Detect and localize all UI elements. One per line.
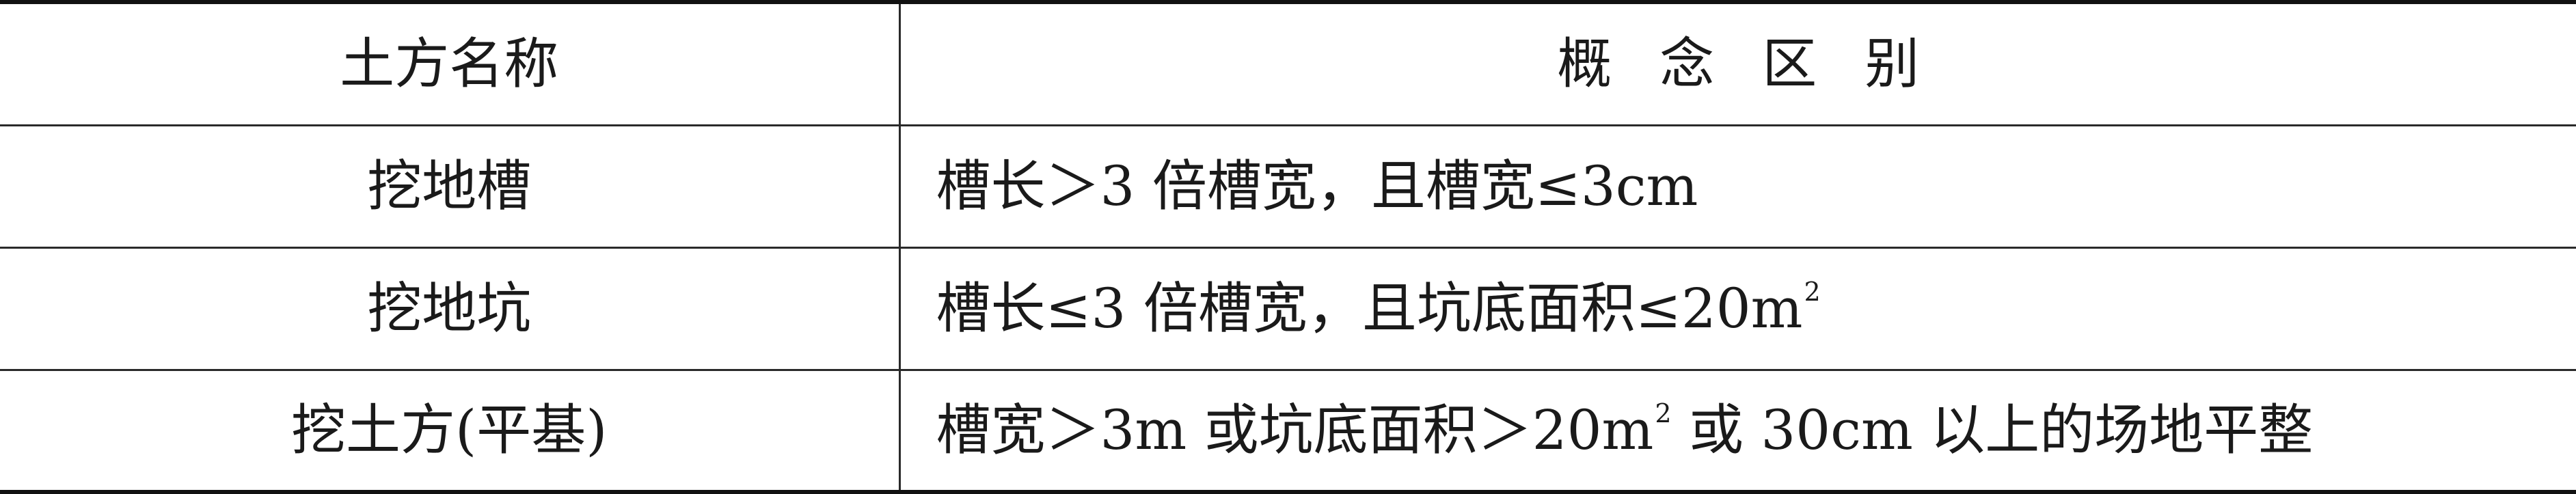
- superscript-two: 2: [1804, 277, 1821, 307]
- row-desc-trench: 槽长＞3 倍槽宽，且槽宽≤3cm: [899, 124, 2576, 249]
- row-desc-text: 槽宽＞3m 或坑底面积＞20m: [936, 398, 1654, 462]
- row-name-bulk-excavation: 挖土方(平基): [0, 369, 901, 494]
- table-row: 挖地坑 槽长≤3 倍槽宽，且坑底面积≤20m2: [0, 247, 2576, 371]
- table-header-row: 土方名称 概念区别: [0, 0, 2576, 126]
- header-concept-difference: 概念区别: [899, 0, 2576, 126]
- table-row: 挖地槽 槽长＞3 倍槽宽，且槽宽≤3cm: [0, 124, 2576, 249]
- row-desc-pit: 槽长≤3 倍槽宽，且坑底面积≤20m2: [899, 247, 2576, 371]
- row-name-trench: 挖地槽: [0, 124, 901, 249]
- row-desc-text: 槽长≤3 倍槽宽，且坑底面积≤20m: [936, 277, 1803, 340]
- row-name-pit: 挖地坑: [0, 247, 901, 371]
- table-row: 挖土方(平基) 槽宽＞3m 或坑底面积＞20m2 或 30cm 以上的场地平整: [0, 369, 2576, 494]
- row-desc-bulk-excavation: 槽宽＞3m 或坑底面积＞20m2 或 30cm 以上的场地平整: [899, 369, 2576, 494]
- header-earthwork-name: 土方名称: [0, 0, 901, 126]
- superscript-two: 2: [1655, 398, 1672, 428]
- row-desc-text-tail: 或 30cm 以上的场地平整: [1671, 398, 2314, 462]
- row-desc-text: 槽长＞3 倍槽宽，且槽宽≤3cm: [936, 154, 1698, 218]
